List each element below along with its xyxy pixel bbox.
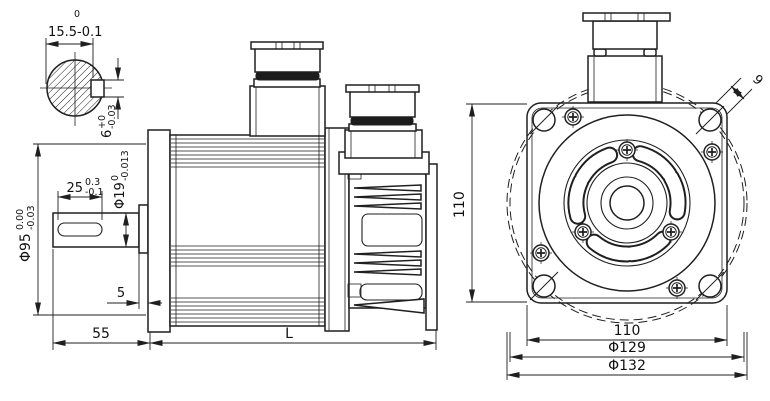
rear-housing	[347, 157, 438, 331]
dim-text: -0.03	[26, 205, 37, 230]
connector-cap	[254, 47, 321, 73]
dim-text: 5	[117, 286, 125, 301]
dim-keyway-width: 6 +0 -0.03	[95, 58, 124, 138]
power-connector	[249, 41, 326, 137]
dim-text: 55	[92, 326, 110, 342]
dim-text: 0	[110, 175, 121, 181]
dim-text: -0.03	[107, 104, 118, 129]
shaft-shoulder	[138, 204, 149, 254]
dim-text: -0.013	[120, 150, 131, 181]
connector-base	[249, 85, 326, 137]
encoder-connector	[338, 84, 430, 175]
dim-outer-diameter: Φ132	[506, 332, 748, 380]
mounting-hole	[529, 105, 559, 135]
connector-cap	[592, 20, 658, 50]
dim-text: 0	[74, 9, 80, 20]
dim-flange-height: 110	[452, 103, 527, 303]
mounting-hole	[695, 271, 725, 301]
connector-thread-ring	[350, 116, 414, 126]
shaft-circle	[609, 185, 645, 221]
dim-section-width: 0 15.5 -0.1	[45, 9, 102, 84]
dim-text: Φ19	[113, 182, 128, 209]
dim-text: 15.5	[48, 25, 77, 40]
dim-text: 25	[66, 181, 83, 196]
cover-screw	[561, 105, 585, 129]
dim-text: 0.3	[85, 177, 100, 188]
dim-text: 0.00	[15, 209, 26, 230]
front-connector	[582, 12, 671, 103]
dim-text: +0	[97, 115, 108, 129]
dim-text: Φ129	[608, 340, 646, 356]
dim-text: Φ95	[18, 233, 34, 262]
boss-circle	[586, 162, 668, 244]
shaft-section-view: 0 15.5 -0.1 6 +0 -0.03	[40, 9, 124, 138]
dim-text: Φ132	[608, 358, 646, 374]
dim-text: -0.1	[85, 187, 104, 198]
connector-cap-plate	[250, 41, 324, 50]
dim-text: 9	[749, 72, 765, 88]
connector-cap-plate	[582, 12, 671, 22]
connector-cap	[349, 90, 416, 118]
mounting-hole	[695, 105, 725, 135]
flange-square-inner	[531, 107, 723, 299]
front-flange	[147, 129, 171, 333]
motor-body	[169, 134, 326, 327]
side-view: 25 0.3 -0.1 Φ19 0 -0.013 Φ95 0.00 -0.03	[15, 41, 438, 350]
connector-thread-ring	[255, 71, 320, 81]
dim-shaft-diameter: Φ19 0 -0.013	[110, 150, 131, 248]
dim-body-length: L	[149, 326, 437, 350]
connector-base	[587, 55, 663, 103]
vent-slots	[353, 184, 425, 314]
dim-text: L	[285, 326, 293, 342]
rear-endbell	[324, 127, 350, 332]
cover-screw	[529, 241, 553, 265]
rear-cover-edge	[425, 163, 438, 331]
dim-flange-width: 110	[526, 305, 728, 346]
arc-slots	[567, 145, 687, 263]
dim-text: -0.1	[77, 25, 102, 40]
flange-square	[526, 102, 728, 304]
dim-text: 6	[100, 130, 115, 138]
connector-cap-plate	[345, 84, 420, 93]
mounting-hole	[529, 271, 559, 301]
front-view: 110 110 Φ129 Φ132	[452, 12, 766, 380]
dim-shoulder-length: 5	[107, 253, 162, 309]
dim-text: 110	[614, 323, 641, 339]
hub-circle	[600, 176, 654, 230]
keyway-notch	[90, 79, 105, 98]
connector-base	[344, 129, 423, 159]
cooling-fins	[171, 138, 324, 323]
dim-pilot-diameter: Φ95 0.00 -0.03	[15, 143, 146, 316]
dim-shaft-length: 55	[52, 249, 151, 350]
body-circle	[538, 114, 716, 292]
dim-bolt-circle: Φ129	[509, 332, 745, 362]
dim-text: 110	[452, 191, 468, 218]
dim-keyway-length: 25 0.3 -0.1	[57, 177, 104, 220]
keyway-slot	[57, 222, 103, 237]
